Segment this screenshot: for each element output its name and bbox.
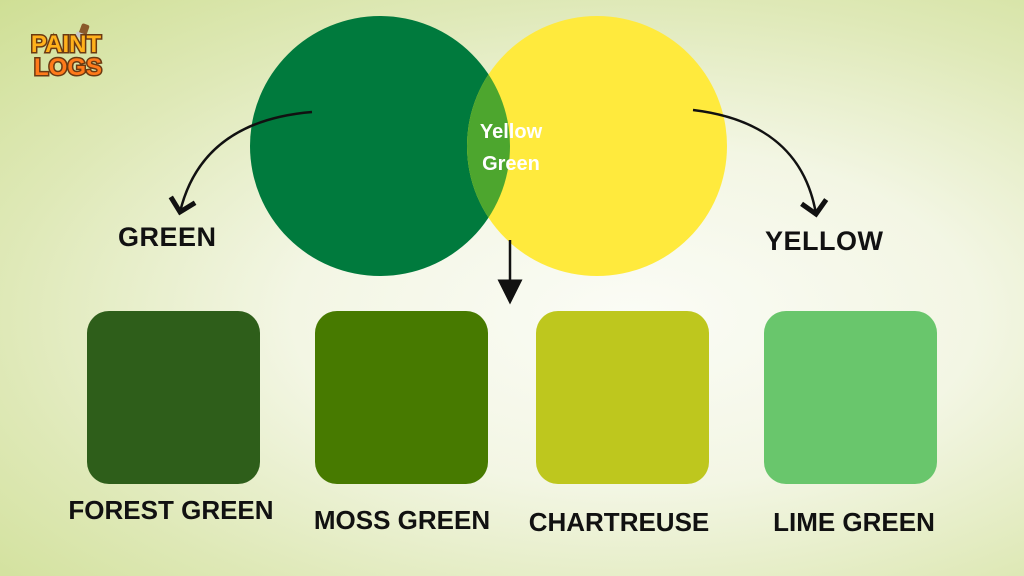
logo-text-logs: LOGS	[34, 54, 102, 80]
swatch-label-moss-green: MOSS GREEN	[313, 505, 491, 535]
paint-logs-logo: PAINT LOGS	[16, 22, 116, 83]
swatch-chartreuse	[536, 311, 709, 484]
swatch-lime-green	[764, 311, 937, 484]
swatch-label-lime-green: LIME GREEN	[773, 507, 935, 537]
swatch-label-chartreuse: CHARTREUSE	[528, 507, 710, 537]
green-label: GREEN	[118, 222, 217, 252]
yellow-label: YELLOW	[765, 226, 884, 256]
swatch-forest-green	[87, 311, 260, 484]
yellow-circle	[467, 16, 727, 276]
overlap-label-line1: Yellow	[479, 121, 543, 143]
paint-logs-logo-graphic: PAINT LOGS	[29, 23, 104, 83]
arrow-to-yellow	[692, 108, 829, 218]
overlap-label-line2: Green	[482, 153, 540, 175]
swatch-label-forest-green: FOREST GREEN	[68, 495, 274, 525]
logo-text-paint: PAINT	[31, 31, 102, 58]
green-circle	[250, 16, 510, 276]
arrow-to-green	[168, 110, 313, 216]
paintbrush-icon	[75, 23, 90, 40]
overlap-label: Yellow Green	[455, 116, 567, 180]
swatch-moss-green	[315, 311, 488, 484]
